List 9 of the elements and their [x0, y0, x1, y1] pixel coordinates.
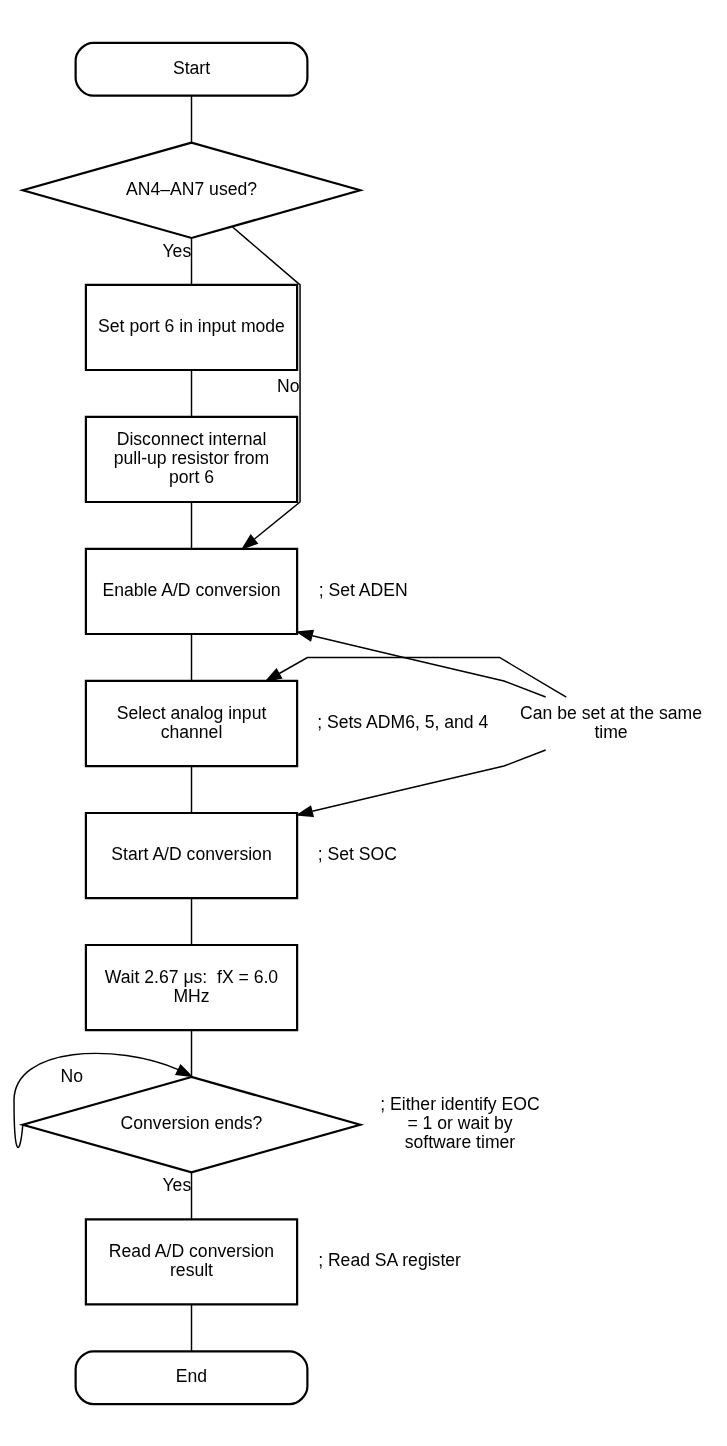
node-text: Can be set at the same time [520, 702, 702, 742]
edge-label: Yes [162, 240, 192, 261]
node-label: ; Sets ADM6, 5, and 4 [317, 711, 489, 732]
node-label: ; Either identify EOC = 1 or wait by software timer [380, 1093, 540, 1152]
node-label: ; Set ADEN [318, 579, 408, 600]
node-label: ; Read SA register [318, 1249, 461, 1270]
edge-label: No [277, 375, 300, 396]
edge-label: Yes [162, 1174, 192, 1195]
node-label: ; Set SOC [317, 843, 397, 864]
